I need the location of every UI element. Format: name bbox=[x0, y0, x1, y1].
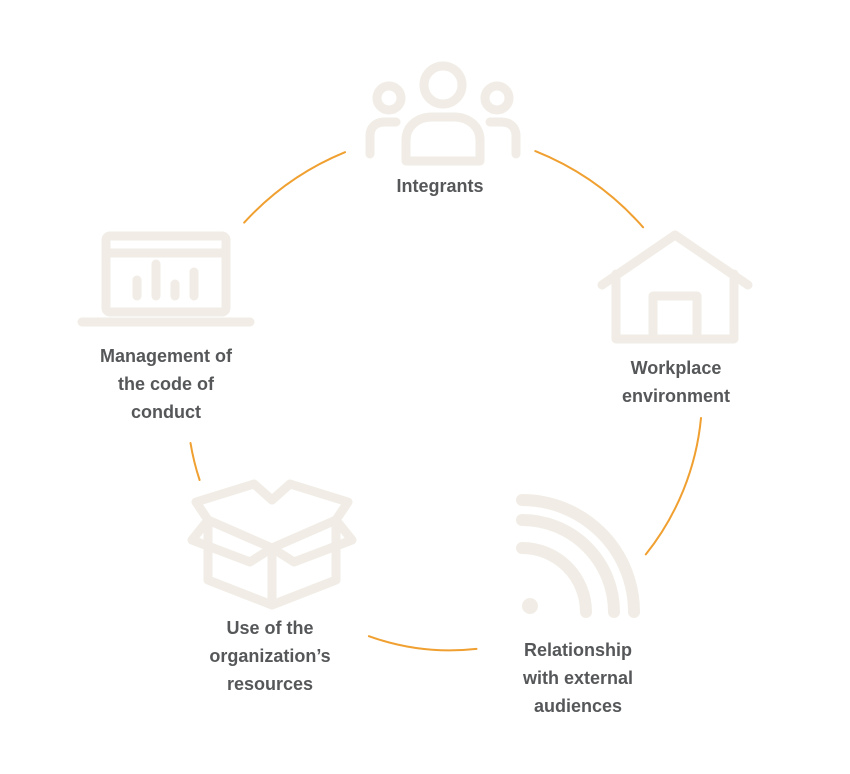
house-icon bbox=[597, 230, 753, 344]
people-group-icon bbox=[365, 61, 521, 166]
label-use-of-resources: Use of the organization’s resources bbox=[209, 618, 331, 694]
laptop-chart-icon bbox=[77, 231, 255, 327]
open-box-icon bbox=[187, 479, 357, 610]
label-workplace-environment: Workplace environment bbox=[621, 358, 731, 406]
arc-integrants-to-workplace bbox=[534, 150, 645, 229]
arc-management-to-integrants bbox=[243, 151, 346, 224]
label-management-code-of-conduct: Management of the code of conduct bbox=[99, 346, 232, 422]
label-integrants: Integrants bbox=[396, 176, 484, 196]
arc-relationship-to-resources bbox=[367, 635, 478, 652]
label-relationship-external-audiences: Relationship with external audiences bbox=[522, 640, 634, 716]
arc-workplace-to-relationship bbox=[644, 417, 702, 556]
signal-waves-icon bbox=[516, 494, 640, 618]
arc-resources-to-management bbox=[189, 442, 201, 481]
